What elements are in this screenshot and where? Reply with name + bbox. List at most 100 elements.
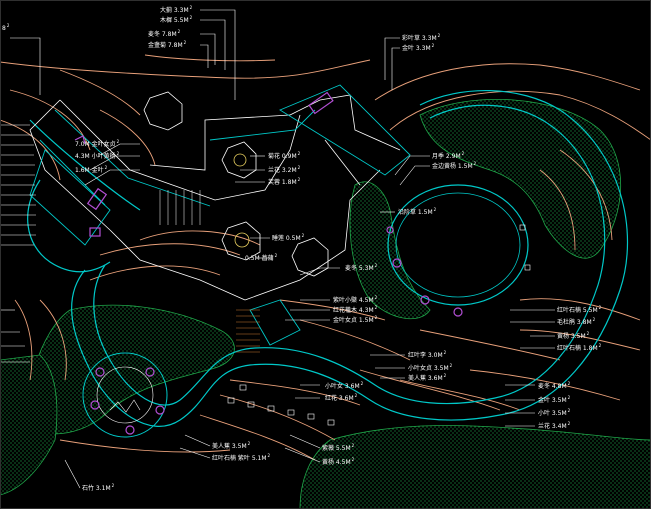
plant-label-text: 紫叶小檗 4.5M xyxy=(333,296,374,304)
plant-label-text: 兰花 3.2M xyxy=(268,166,297,174)
plant-label-sup: 2 xyxy=(298,151,301,156)
wood-decking xyxy=(236,309,260,353)
hatch-bed-ring xyxy=(349,181,431,319)
ornaments xyxy=(74,91,463,435)
plant-label-text: 0.5M 菖蒲 xyxy=(245,254,274,262)
plant-label-sup: 2 xyxy=(444,350,447,355)
plant-label-text: 7.0M 金叶女贞 xyxy=(75,140,116,148)
plant-label-text: 彩叶草 3.3M xyxy=(402,34,437,42)
plant-label-sup: 2 xyxy=(302,233,305,238)
plant-label-sup: 2 xyxy=(462,151,465,156)
plant-label-text: 美人蕉 3.6M xyxy=(408,374,443,382)
plant-label-text: 4.3M 小叶黄杨 xyxy=(75,152,116,160)
plant-label-text: 红叶李 3.0M xyxy=(408,351,443,359)
circular-plaza xyxy=(82,352,168,438)
plant-label-text: 黄杨 3.5M xyxy=(557,332,586,340)
plant-label-sup: 2 xyxy=(275,253,278,258)
plant-label-sup: 2 xyxy=(112,483,115,488)
plant-label-sup: 2 xyxy=(361,381,364,386)
plant-label-text: 金叶 3.5M xyxy=(538,396,567,404)
plant-label-text: 美人蕉 3.5M xyxy=(212,442,247,450)
plant-label-sup: 2 xyxy=(268,453,271,458)
plant-label-text: 黄杨 4.5M xyxy=(322,458,351,466)
plant-label-text: 8 xyxy=(2,25,6,32)
plant-label-text: 1.6M 金叶 xyxy=(75,166,104,174)
plant-label-text: 紫薇 5.5M xyxy=(322,444,351,452)
plant-label-text: 菊花 0.9M xyxy=(268,152,297,160)
plant-label-sup: 2 xyxy=(352,443,355,448)
plant-label-text: 麦冬 4.8M xyxy=(538,382,567,390)
pavilions xyxy=(143,91,329,277)
plant-label-text: 芙蓉 1.8M xyxy=(268,178,297,186)
plant-label-sup: 2 xyxy=(355,393,358,398)
plant-label-text: 木樨 5.5M xyxy=(160,16,189,24)
boardwalk xyxy=(0,124,201,246)
plant-label-sup: 2 xyxy=(298,165,301,170)
plant-label-sup: 2 xyxy=(352,457,355,462)
plant-label-text: 红叶石楠 1.8M xyxy=(557,344,598,352)
main-path xyxy=(27,89,629,427)
plant-label-sup: 2 xyxy=(7,23,10,28)
plant-label-text: 红花 3.6M xyxy=(325,394,354,402)
plant-label-sup: 2 xyxy=(298,177,301,182)
plant-label-sup: 2 xyxy=(117,151,120,156)
plant-label-sup: 2 xyxy=(178,29,181,34)
plant-label-sup: 2 xyxy=(375,295,378,300)
plant-label-sup: 2 xyxy=(190,5,193,10)
plant-label-text: 麦冬 7.8M xyxy=(148,30,177,38)
plant-label-sup: 2 xyxy=(190,15,193,20)
plant-label-text: 小叶女 3.6M xyxy=(325,382,360,390)
plant-label-sup: 2 xyxy=(568,421,571,426)
plant-label-text: 石竹 3.1M xyxy=(82,484,111,492)
plant-label-sup: 2 xyxy=(587,331,590,336)
oval-pond xyxy=(387,184,529,306)
plant-label-sup: 2 xyxy=(248,441,251,446)
plant-label-text: 月季 2.9M xyxy=(432,152,461,160)
plant-label-text: 睡莲 0.5M xyxy=(272,234,301,242)
plant-label-text: 小叶女贞 3.5M xyxy=(408,364,449,372)
plant-label-sup: 2 xyxy=(599,305,602,310)
plant-label-sup: 2 xyxy=(375,305,378,310)
plant-label-text: 红花檵木 4.3M xyxy=(333,306,374,314)
plant-label-text: 毛杜鹃 3.8M xyxy=(557,318,592,326)
plant-label-sup: 2 xyxy=(474,161,477,166)
contour-lines xyxy=(0,54,651,461)
plant-label-sup: 2 xyxy=(568,395,571,400)
plant-label-sup: 2 xyxy=(599,343,602,348)
stepping-stones xyxy=(227,224,531,426)
plant-label-sup: 2 xyxy=(444,373,447,378)
plant-label-text: 金盏菊 7.8M xyxy=(148,41,183,49)
plant-label-text: 金叶女贞 1.5M xyxy=(333,316,374,324)
hatch-bed-south xyxy=(27,304,235,435)
plant-label-text: 兰花 3.4M xyxy=(538,422,567,430)
